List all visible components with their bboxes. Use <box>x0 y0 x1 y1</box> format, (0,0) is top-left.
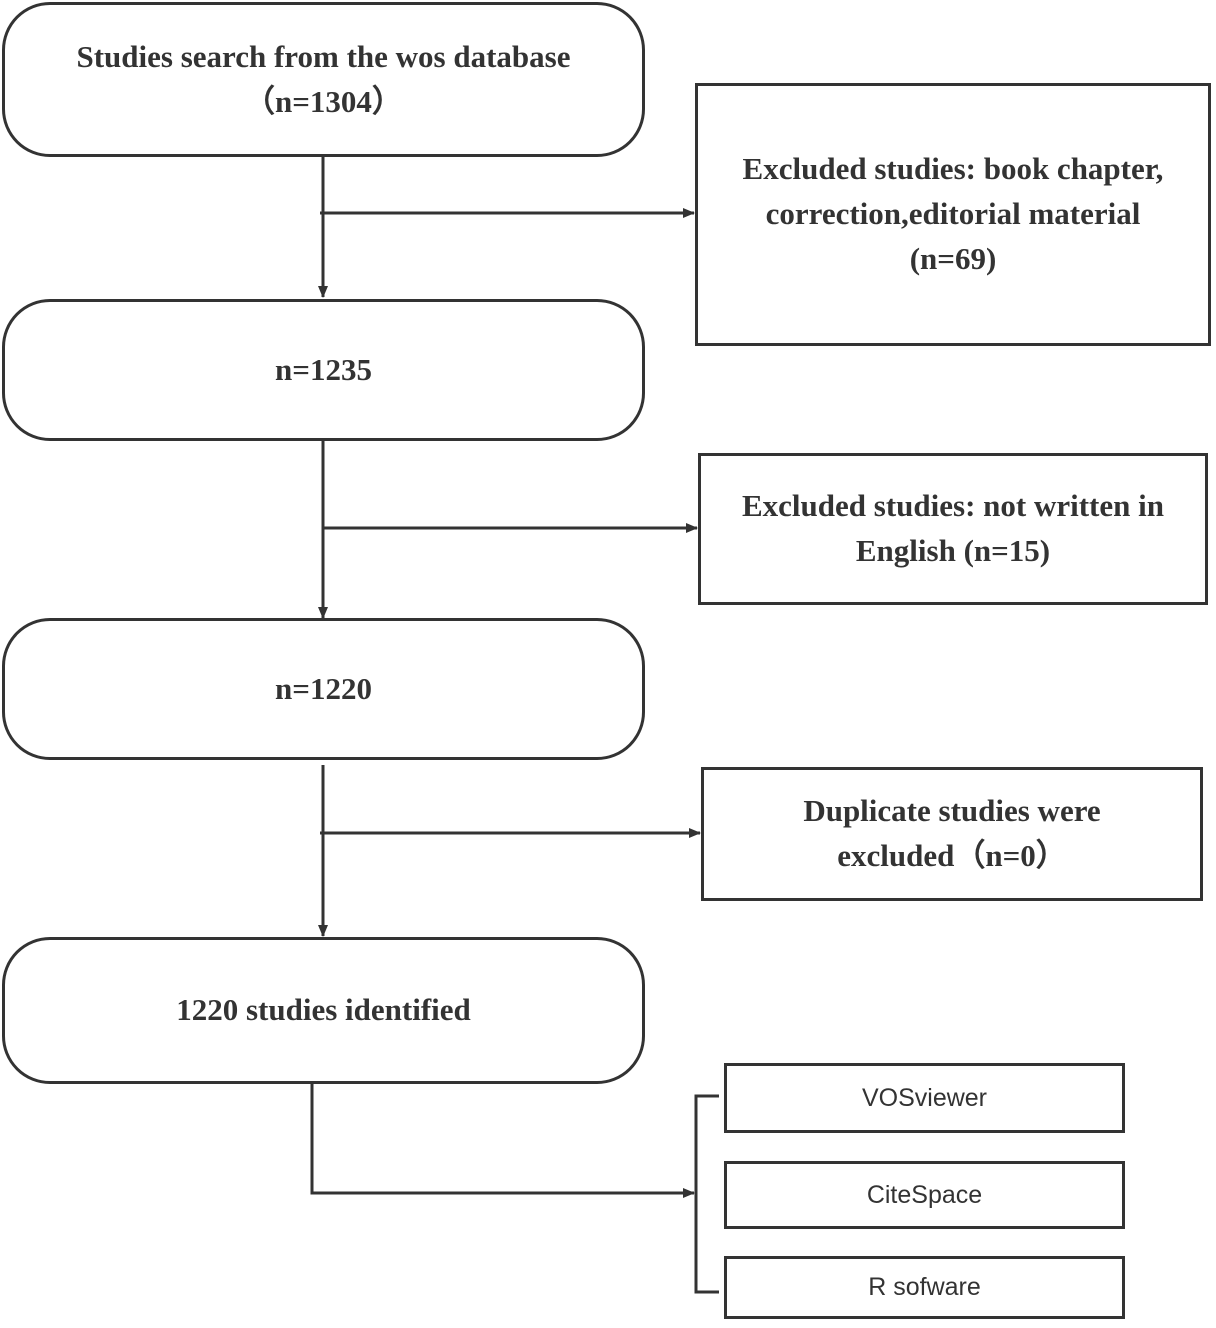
tool-r-software-label: R sofware <box>868 1273 981 1301</box>
tool-r-software: R sofware <box>724 1256 1125 1319</box>
node-search-studies-line1: Studies search from the wos database <box>76 38 571 74</box>
node-search-studies: Studies search from the wos database （n=… <box>2 2 645 157</box>
node-studies-identified: 1220 studies identified <box>2 937 645 1084</box>
node-exclusion-2-text: Excluded studies: not written in English… <box>742 488 1164 568</box>
tool-vosviewer: VOSviewer <box>724 1063 1125 1133</box>
node-exclusion-2: Excluded studies: not written in English… <box>698 453 1208 605</box>
node-step-2: n=1235 <box>2 299 645 441</box>
tools-bracket <box>694 1094 719 1294</box>
node-step-3-label: n=1220 <box>275 670 372 706</box>
node-studies-identified-label: 1220 studies identified <box>176 992 471 1028</box>
arrow-to-tools <box>310 1084 695 1198</box>
tool-citespace-label: CiteSpace <box>866 1180 983 1209</box>
node-exclusion-3: Duplicate studies were excluded（n=0） <box>701 767 1203 901</box>
node-exclusion-1: Excluded studies: book chapter, correcti… <box>695 83 1211 346</box>
node-step-2-label: n=1235 <box>275 351 372 387</box>
node-exclusion-1-text: Excluded studies: book chapter, correcti… <box>742 151 1164 276</box>
node-search-studies-line2: （n=1304） <box>244 83 403 119</box>
node-exclusion-3-text: Duplicate studies were excluded（n=0） <box>803 793 1101 873</box>
tool-vosviewer-label: VOSviewer <box>861 1083 988 1112</box>
tool-citespace: CiteSpace <box>724 1161 1125 1229</box>
node-step-3: n=1220 <box>2 618 645 760</box>
